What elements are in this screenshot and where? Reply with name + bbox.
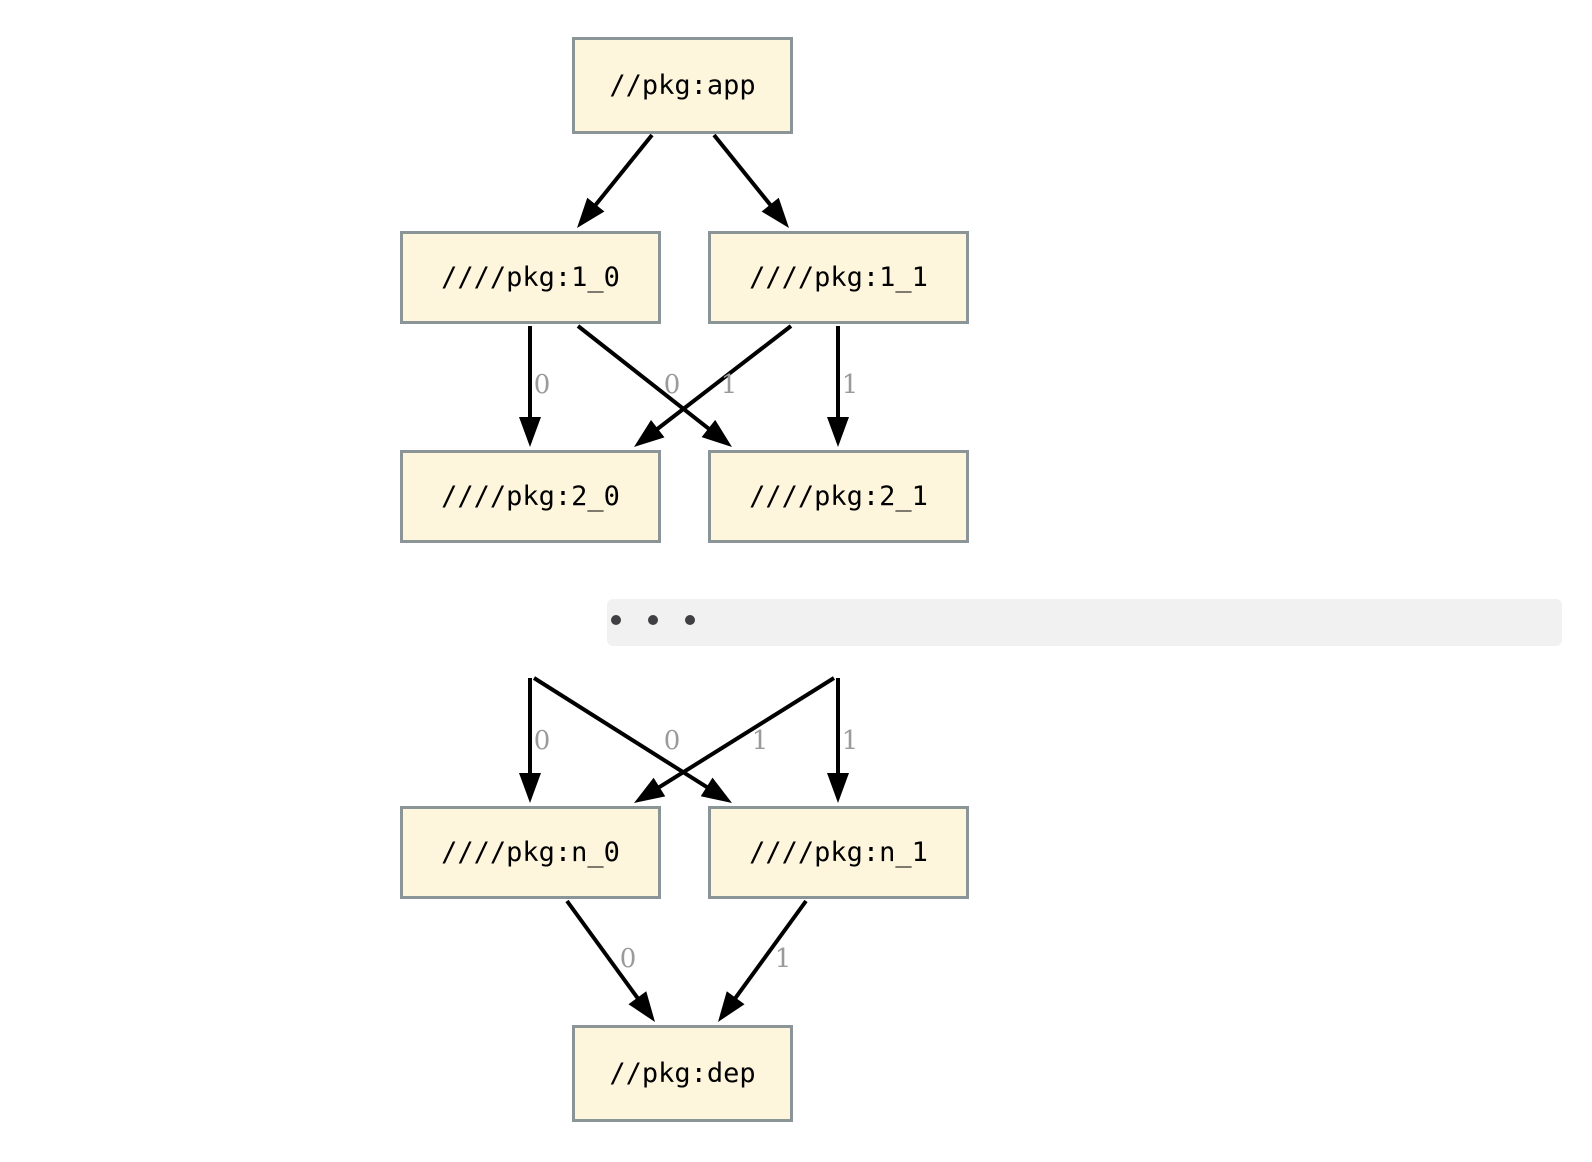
node-app[interactable]: //pkg:app	[572, 37, 793, 134]
edge-arrowhead	[827, 417, 849, 447]
ellipsis-dot	[685, 615, 695, 625]
node-box[interactable]	[708, 450, 969, 543]
edge-arrowhead	[700, 777, 732, 803]
edge-nn_0-to-dep	[565, 899, 655, 1022]
node-box[interactable]	[400, 231, 661, 324]
edge-line	[731, 899, 808, 1003]
node-n2_0[interactable]: ////pkg:2_0	[400, 450, 661, 543]
edge-hidden-to-nn_1	[532, 676, 732, 803]
edge-label-layer: 0 0 1 1 0 0 1 1 0 1	[534, 370, 859, 974]
edge-arrowhead	[701, 419, 732, 447]
edge-label: 0	[620, 944, 637, 974]
edge-line	[712, 133, 775, 210]
edge-label: 0	[664, 370, 681, 400]
edge-line	[576, 324, 713, 433]
ellipsis-separator	[607, 599, 1562, 646]
edge-arrowhead	[718, 991, 745, 1022]
node-label: ////pkg:2_1	[749, 481, 928, 512]
node-label: ////pkg:2_0	[441, 481, 620, 512]
node-box[interactable]	[572, 37, 793, 134]
node-label: //pkg:app	[609, 70, 755, 101]
edge-hidden-to-nn_0	[634, 676, 836, 803]
edge-label: 1	[721, 370, 738, 400]
node-layer: //pkg:app ////pkg:1_0 ////pkg:1_1 ////pkg:2…	[400, 37, 969, 1122]
ellipsis-dot	[611, 615, 621, 625]
edge-nn_1-to-dep	[718, 899, 808, 1022]
edge-label: 0	[664, 726, 681, 756]
edge-arrowhead	[577, 197, 605, 228]
edge-hidden-to-nn_1	[827, 678, 849, 803]
node-label: ////pkg:1_0	[441, 262, 620, 293]
edge-line	[653, 324, 793, 433]
edge-layer	[519, 133, 849, 1022]
edge-line	[654, 676, 836, 791]
edge-arrowhead	[634, 777, 666, 803]
edge-hidden-to-nn_0	[519, 678, 541, 803]
node-label: //pkg:dep	[609, 1058, 755, 1089]
node-label: ////pkg:n_1	[749, 837, 928, 868]
node-box[interactable]	[708, 231, 969, 324]
edge-arrowhead	[761, 197, 789, 228]
node-box[interactable]	[572, 1025, 793, 1122]
edge-app-to-n1_1	[712, 133, 789, 228]
edge-arrowhead	[519, 773, 541, 803]
node-n2_1[interactable]: ////pkg:2_1	[708, 450, 969, 543]
edge-arrowhead	[519, 417, 541, 447]
edge-label: 0	[534, 370, 551, 400]
node-box[interactable]	[708, 806, 969, 899]
node-nn_1[interactable]: ////pkg:n_1	[708, 806, 969, 899]
edge-n1_1-to-n2_0	[634, 324, 793, 447]
ellipsis-dot	[648, 615, 658, 625]
edge-n1_1-to-n2_1	[827, 326, 849, 447]
edge-arrowhead	[827, 773, 849, 803]
edge-n1_0-to-n2_0	[519, 326, 541, 447]
node-label: ////pkg:1_1	[749, 262, 928, 293]
edge-label: 1	[842, 370, 859, 400]
edge-line	[532, 676, 712, 791]
edge-label: 1	[842, 726, 859, 756]
node-box[interactable]	[400, 806, 661, 899]
edge-line	[591, 133, 654, 210]
edge-app-to-n1_0	[577, 133, 654, 228]
edge-label: 1	[752, 726, 769, 756]
node-n1_0[interactable]: ////pkg:1_0	[400, 231, 661, 324]
ellipsis-band	[607, 599, 1562, 646]
edge-label: 1	[775, 944, 792, 974]
edge-arrowhead	[628, 991, 655, 1022]
node-nn_0[interactable]: ////pkg:n_0	[400, 806, 661, 899]
edge-arrowhead	[634, 419, 665, 447]
edge-label: 0	[534, 726, 551, 756]
node-box[interactable]	[400, 450, 661, 543]
edge-n1_0-to-n2_1	[576, 324, 732, 447]
edge-line	[565, 899, 642, 1003]
node-n1_1[interactable]: ////pkg:1_1	[708, 231, 969, 324]
node-dep[interactable]: //pkg:dep	[572, 1025, 793, 1122]
node-label: ////pkg:n_0	[441, 837, 620, 868]
